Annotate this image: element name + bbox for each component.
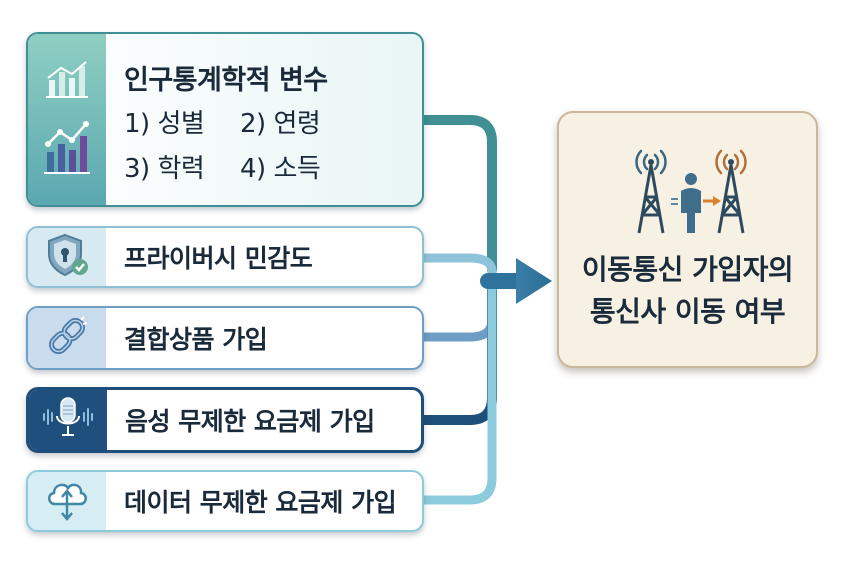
voice-icon-panel (29, 390, 107, 450)
card-data-unlimited: 데이터 무제한 요금제 가입 (26, 470, 424, 532)
result-line-2: 통신사 이동 여부 (589, 295, 786, 328)
demographics-row-2: 3) 학력 4) 소득 (124, 148, 416, 185)
voice-label: 음성 무제한 요금제 가입 (125, 407, 375, 436)
result-line-1: 이동통신 가입자의 (581, 253, 794, 286)
demographics-title: 인구통계학적 변수 (124, 65, 328, 96)
demographics-row-1: 1) 성별 2) 연령 (124, 103, 416, 140)
demographics-text: 인구통계학적 변수 1) 성별 2) 연령 3) 학력 4) 소득 (124, 52, 416, 205)
bundle-label: 결합상품 가입 (124, 325, 268, 354)
shield-lock-icon (45, 232, 89, 282)
card-voice-unlimited: 음성 무제한 요금제 가입 (26, 387, 424, 453)
connector-demographics (419, 115, 497, 275)
result-card: 이동통신 가입자의 통신사 이동 여부 (557, 111, 818, 368)
data-label: 데이터 무제한 요금제 가입 (124, 488, 397, 517)
demographics-item-age: 2) 연령 (240, 109, 321, 139)
cell-tower-switch-icon (631, 141, 751, 241)
demographics-item-income: 4) 소득 (240, 154, 321, 184)
demographics-icon-panel (28, 34, 106, 205)
privacy-label: 프라이버시 민감도 (124, 244, 313, 273)
line-chart-icon (42, 118, 92, 180)
demographics-item-gender: 1) 성별 (124, 109, 205, 139)
connector-bundle (419, 285, 497, 342)
main-arrow-head (516, 258, 552, 304)
card-privacy: 프라이버시 민감도 (26, 226, 424, 288)
chain-link-icon (45, 314, 89, 362)
microphone-icon (40, 394, 96, 446)
connector-privacy (419, 253, 497, 277)
connector-voice (419, 285, 497, 425)
demographics-item-education: 3) 학력 (124, 154, 205, 184)
result-text: 이동통신 가입자의 통신사 이동 여부 (559, 249, 816, 333)
card-demographics: 인구통계학적 변수 1) 성별 2) 연령 3) 학력 4) 소득 (26, 32, 424, 207)
card-bundle: 결합상품 가입 (26, 306, 424, 370)
privacy-icon-panel (28, 228, 106, 286)
bar-chart-icon (44, 60, 90, 104)
cloud-transfer-icon (43, 476, 91, 526)
connector-data (419, 285, 497, 505)
data-icon-panel (28, 472, 106, 530)
bundle-icon-panel (28, 308, 106, 368)
